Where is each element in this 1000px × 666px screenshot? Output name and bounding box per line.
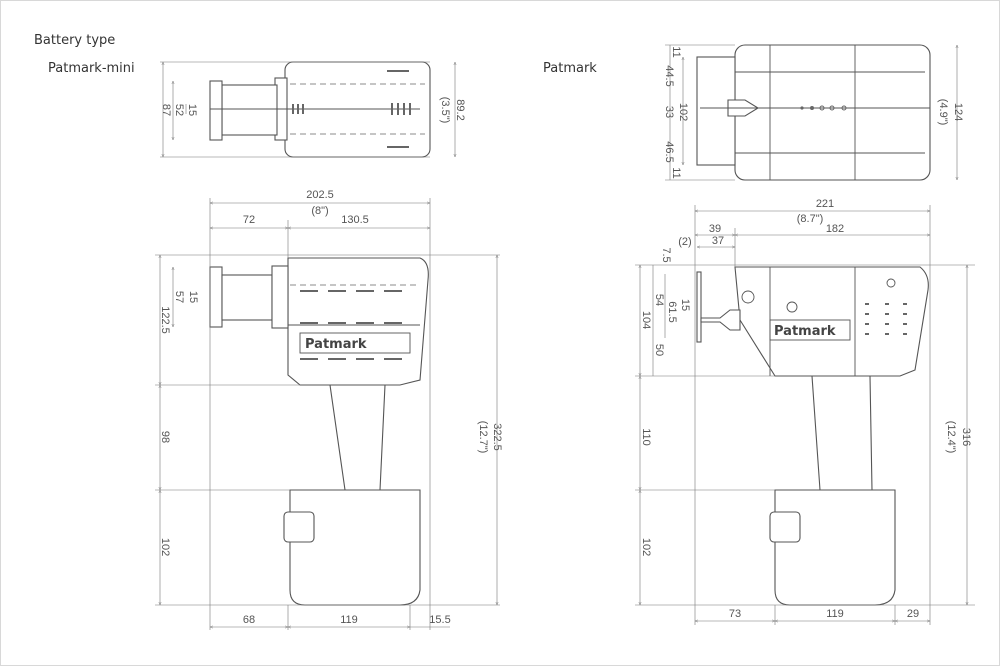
dim-std-lower-side: 50: [653, 344, 665, 356]
patmark-top-view: 11 44.5 33 102 46.5 11 (4.9") 124: [663, 45, 964, 180]
dim-mini-head-height: 122.5: [159, 306, 171, 334]
dim-mini-bottom-front: 68: [243, 614, 255, 626]
dim-mini-front: 72: [243, 214, 255, 226]
dim-mini-nozzle-span: 52: [173, 104, 185, 116]
dim-mini-width-in: (3.5"): [439, 97, 451, 124]
patmark-logo-std: Patmark: [774, 324, 836, 339]
dim-mini-nozzle-side: 15: [187, 291, 199, 303]
dim-std-upper-side: 54: [653, 294, 665, 306]
model-label-standard: Patmark: [543, 61, 597, 76]
dim-std-upper: 44.5: [663, 65, 675, 86]
dim-std-top-gap: 11: [670, 46, 682, 57]
dim-std-bottom-gap: 11: [670, 167, 682, 178]
dim-mini-battery: 102: [159, 538, 171, 556]
dim-std-body: 182: [826, 223, 844, 235]
dim-mini-flange: 87: [160, 104, 172, 116]
dim-std-bottom-front: 73: [729, 608, 741, 620]
dim-mini-nozzle: 15: [186, 104, 198, 116]
model-label-mini: Patmark-mini: [48, 61, 135, 76]
dim-mini-bottom-rear: 15.5: [429, 614, 450, 626]
dim-std-front-inner: 37: [712, 235, 724, 247]
dim-std-height-in: (12.4"): [945, 421, 957, 454]
patmark-side-view: Patmark 221 (8.7") 39 182 (2) 37 7.5 54 …: [635, 198, 975, 625]
dim-mini-flange-side: 57: [173, 291, 185, 303]
dim-mini-height: 322.5: [491, 423, 503, 451]
mini-side-view: Patmark 202.5 (8") 72 130.5 122.5 57 15 …: [155, 189, 503, 630]
mini-top-view: 87 52 15 (3.5") 89.2: [160, 62, 466, 157]
dim-mini-body: 130.5: [341, 214, 369, 226]
dim-std-lower: 46.5: [663, 141, 675, 162]
dim-std-middle: 33: [663, 106, 675, 118]
patmark-logo-mini: Patmark: [305, 337, 367, 352]
dim-std-top-offset: 7.5: [660, 247, 672, 262]
dim-std-length-in: (8.7"): [797, 213, 824, 225]
dim-std-grip: 110: [640, 428, 652, 446]
dim-mini-length: 202.5: [306, 189, 334, 201]
dim-std-span: 102: [677, 103, 689, 121]
dim-mini-length-in: (8"): [311, 205, 328, 217]
dim-mini-width: 89.2: [454, 99, 466, 120]
dim-std-battery: 102: [640, 538, 652, 556]
dim-std-head-height: 104: [640, 311, 652, 329]
section-title: Battery type: [34, 33, 116, 48]
dim-std-width-in: (4.9"): [937, 99, 949, 126]
dim-std-height: 316: [960, 428, 972, 446]
dim-std-front: 39: [709, 223, 721, 235]
dim-std-nozzle-pos: 61.5: [666, 301, 678, 322]
dim-mini-grip: 98: [159, 431, 171, 443]
dim-mini-bottom-battery: 119: [340, 614, 358, 626]
dim-std-offset: (2): [678, 236, 691, 248]
dim-std-length: 221: [816, 198, 834, 210]
dim-mini-height-in: (12.7"): [477, 421, 489, 454]
dim-std-width: 124: [952, 103, 964, 121]
dim-std-bottom-battery: 119: [826, 608, 844, 620]
dim-std-bottom-rear: 29: [907, 608, 919, 620]
dim-std-nozzle: 15: [679, 299, 691, 311]
